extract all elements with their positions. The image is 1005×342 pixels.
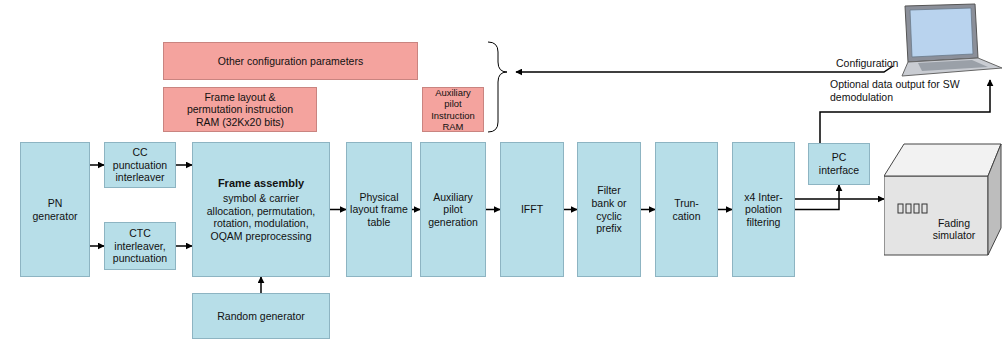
process-box: Filter bank or cyclic prefix [577,142,641,277]
connector-arrow [795,185,839,210]
box-heading: Frame assembly [218,177,304,190]
config-box: Other configuration parameters [163,42,418,80]
process-box: Physical layout frame table [346,142,412,277]
process-box: CTC interleaver, punctuation [104,222,176,270]
box-label: Filter bank or cyclic prefix [586,184,632,234]
box-label: IFFT [521,203,543,216]
box-label: symbol & carrier allocation, permutation… [199,192,323,242]
process-box: Random generator [192,293,330,339]
box-label: Frame layout & permutation instruction R… [186,91,294,129]
process-box: IFFT [500,142,564,277]
box-label: PC interface [812,151,866,176]
annotation-label: Configuration [836,57,916,70]
box-label: x4 Inter- polation filtering [743,191,784,229]
box-label: PN generator [25,197,85,222]
connector-arrow [90,164,104,166]
connector-arrow [176,245,192,247]
box-label: Trun- cation [670,197,703,222]
connector-arrow [90,245,104,247]
process-box: Auxiliary pilot generation [420,142,486,277]
box-label: Physical layout frame table [350,191,408,229]
connector-arrow [412,209,420,211]
interface-box: PC interface [808,143,870,185]
process-box: Trun- cation [655,142,718,277]
laptop-icon [902,4,1002,76]
connector-arrow [486,209,500,211]
connector-arrow [641,209,655,211]
connector-arrow [718,209,732,211]
box-label: Random generator [217,310,305,323]
connector-arrow [176,164,192,166]
box-label: Auxiliary pilot generation [424,191,482,229]
process-box: Frame assembly symbol & carrier allocatio… [192,142,330,277]
process-box: x4 Inter- polation filtering [732,142,795,277]
box-label: Fading simulator [926,217,982,242]
connector-arrow [330,209,346,211]
box-label: CC punctuation interleaver [108,146,172,184]
annotation-label: Optional data output for SW demodulation [830,78,970,104]
box-label: CTC interleaver, punctuation [108,227,172,265]
box-label: Auxiliary pilot Instruction RAM [426,87,480,132]
connector-arrow [564,209,577,211]
ram-box: Frame layout & permutation instruction R… [163,87,317,132]
connector-arrow [260,277,262,293]
process-box: CC punctuation interleaver [104,142,176,188]
process-box: PN generator [20,142,90,277]
bracket [488,42,507,132]
ram-box: Auxiliary pilot Instruction RAM [422,87,484,132]
box-label: Other configuration parameters [218,55,363,68]
fading-simulator: Fading simulator [884,140,1002,256]
